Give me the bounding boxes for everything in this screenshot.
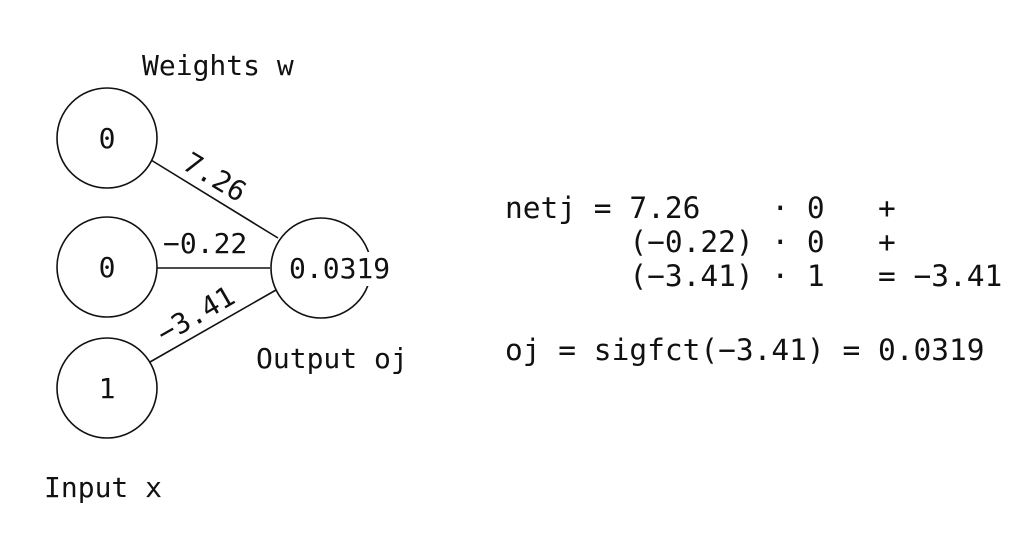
net-equation-line-3: (−3.41) · 1 = −3.41 [505, 259, 1002, 293]
weights-caption: Weights w [142, 49, 294, 82]
output-equation: oj = sigfct(−3.41) = 0.0319 [505, 333, 985, 367]
output-value: 0.0319 [289, 252, 390, 285]
input-node-2 [56, 216, 158, 318]
output-caption: Output oj [256, 342, 408, 375]
weight-label-2: −0.22 [163, 227, 247, 260]
input-node-3 [56, 337, 158, 439]
input-value-2: 0 [99, 251, 116, 284]
input-value-1: 0 [99, 122, 116, 155]
input-caption: Input x [44, 471, 162, 504]
input-node-1 [56, 87, 158, 189]
connection-3 [149, 289, 277, 363]
net-equation-line-1: netj = 7.26 · 0 + [505, 191, 896, 225]
weight-label-3: −3.41 [151, 279, 241, 350]
net-equation-line-2: (−0.22) · 0 + [505, 225, 896, 259]
input-value-3: 1 [99, 372, 116, 405]
connection-1 [150, 159, 279, 239]
